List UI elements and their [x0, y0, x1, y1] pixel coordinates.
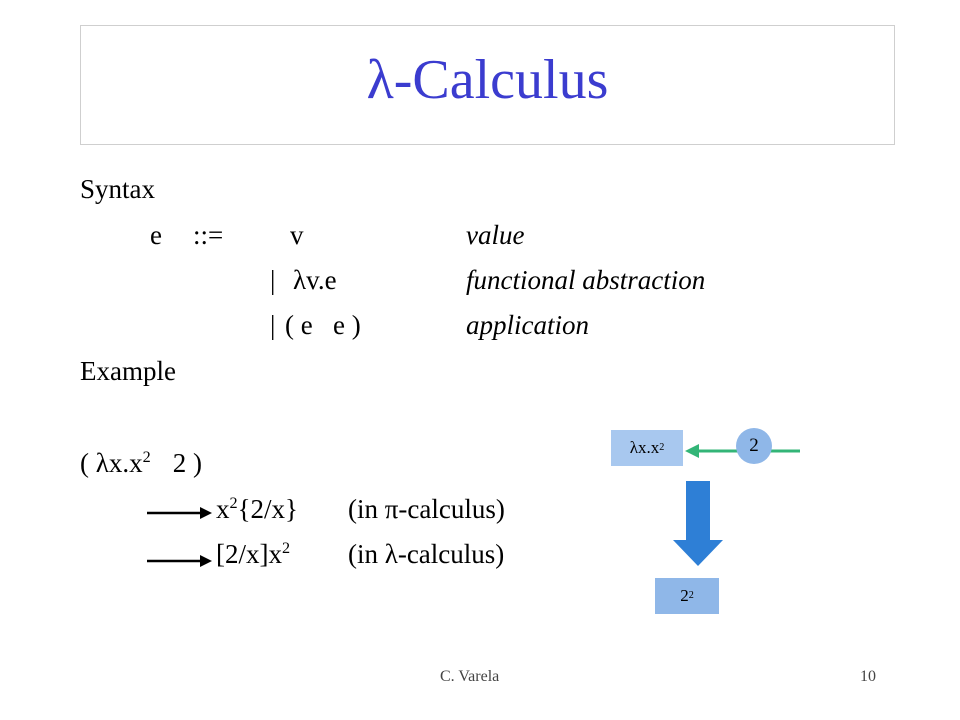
step2-base: [2/x]x — [216, 539, 282, 569]
example-heading: Example — [80, 356, 176, 386]
title-frame — [80, 25, 895, 145]
reduction-arrow-2 — [147, 555, 212, 567]
rule3-desc: application — [466, 310, 589, 340]
function-box-base: λx.x — [629, 438, 660, 457]
rule1-desc: value — [466, 220, 525, 250]
rule3-bar: | — [270, 310, 276, 340]
rule1-lhs: e — [150, 220, 162, 250]
example-expression: ( λx.x2 2 ) — [80, 448, 202, 478]
rule2-desc: functional abstraction — [466, 265, 706, 295]
page-number: 10 — [860, 668, 876, 685]
expr-prefix: ( λx.x — [80, 448, 143, 478]
reduction-arrow-1 — [147, 507, 212, 519]
step1-note: (in π-calculus) — [348, 494, 505, 524]
expr-suffix: 2 ) — [172, 448, 202, 478]
step2-sup: 2 — [281, 539, 291, 557]
step1-rest: {2/x} — [237, 494, 299, 524]
rule2-bar: | — [270, 265, 276, 295]
argument-label: 2 — [749, 435, 759, 456]
rule3-term: ( e e ) — [285, 310, 361, 340]
syntax-heading: Syntax — [80, 174, 156, 204]
slide-title: λ-Calculus — [366, 49, 609, 111]
step1-expression: x2{2/x} — [216, 494, 299, 524]
argument-circle: 2 — [736, 428, 772, 464]
step1-base: x — [216, 494, 230, 524]
step2-note: (in λ-calculus) — [348, 539, 505, 569]
rule1-op: ::= — [193, 220, 224, 250]
rule2-term: λv.e — [293, 265, 337, 295]
blue-down-arrow — [673, 481, 723, 566]
step1-sup: 2 — [229, 494, 238, 512]
footer-author: C. Varela — [440, 668, 500, 685]
rule1-term: v — [290, 220, 304, 250]
result-base: 2 — [680, 586, 689, 605]
expr-sup: 2 — [142, 448, 151, 466]
step2-expression: [2/x]x2 — [216, 539, 291, 569]
